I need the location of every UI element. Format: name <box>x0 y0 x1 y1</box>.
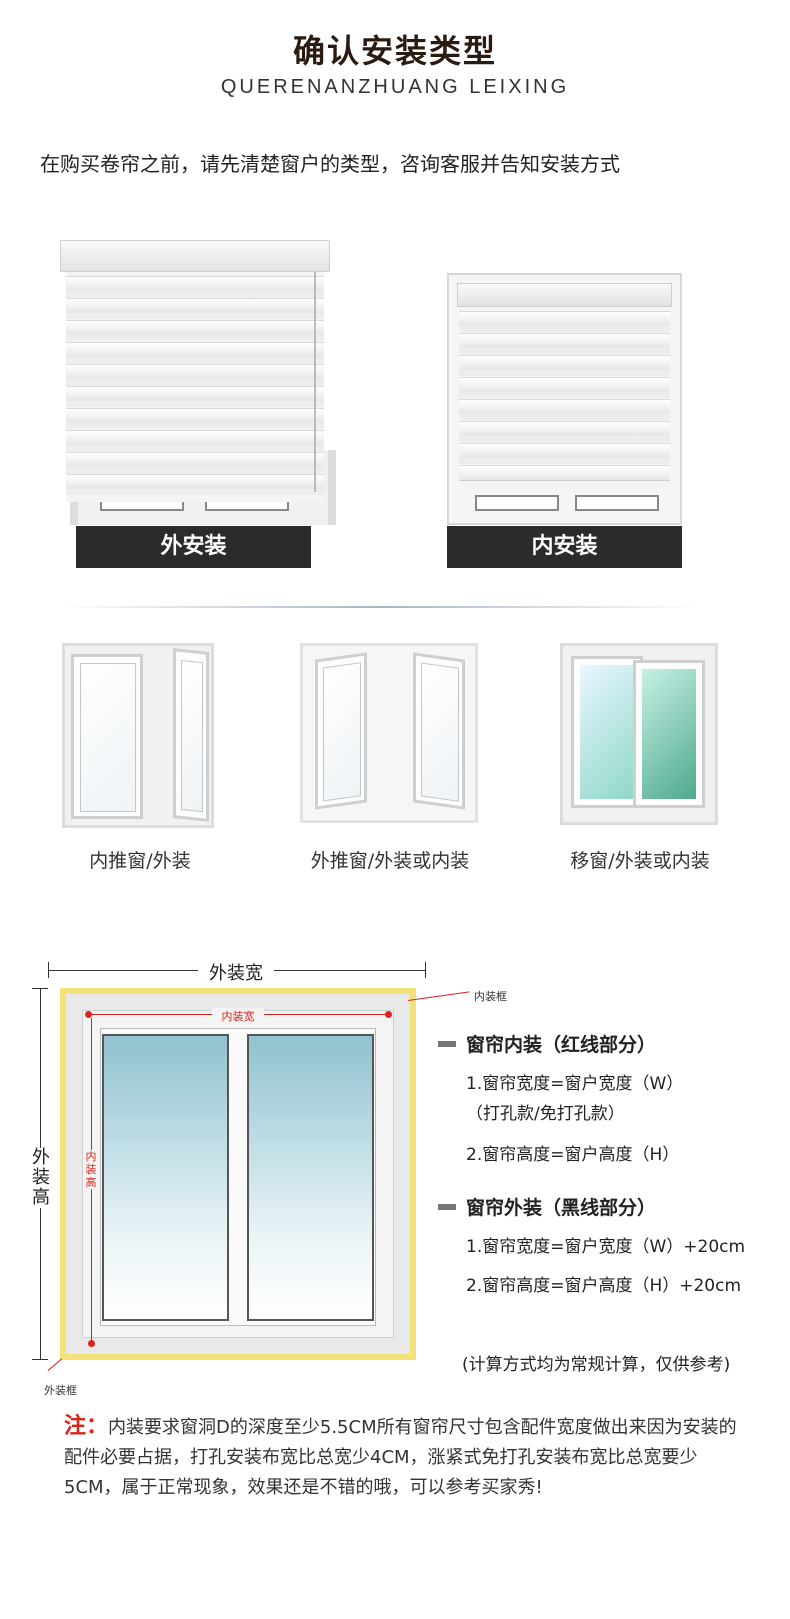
spec-inner-line1b: （打孔款/免打孔款） <box>466 1104 625 1124</box>
page-title: 确认安装类型 <box>292 32 497 70</box>
spec-inner-line1: 1.窗帘宽度=窗户宽度（W） <box>466 1074 684 1094</box>
section-divider <box>60 606 700 608</box>
spec-footnote: (计算方式均为常规计算，仅供参考) <box>462 1355 731 1375</box>
inner-height-label: 内 装 高 <box>84 1150 98 1189</box>
sliding-window-illustration <box>560 643 718 825</box>
window-caption-3: 移窗/外装或内装 <box>570 850 710 872</box>
outer-frame-pointer <box>47 1358 63 1371</box>
glass-pane-left <box>102 1034 229 1321</box>
inward-window-illustration <box>62 643 214 828</box>
outer-height-label: 外 装 高 <box>30 1147 52 1208</box>
spec-outer-line1: 1.窗帘宽度=窗户宽度（W）+20cm <box>466 1237 746 1257</box>
note-block: 注：内装要求窗洞D的深度至少5.5CM所有窗帘尺寸包含配件宽度做出来因为安装的配… <box>64 1412 744 1503</box>
inside-mount-label: 内安装 <box>447 526 682 568</box>
outer-width-label: 外装宽 <box>198 959 274 985</box>
spec-inner-title: 窗帘内装（红线部分） <box>466 1034 657 1056</box>
spec-bullet-inner <box>438 1041 456 1047</box>
outside-mount-illustration <box>60 240 336 525</box>
inner-frame-label: 内装框 <box>474 990 507 1003</box>
page-subtitle: QUERENANZHUANG LEIXING <box>220 76 570 98</box>
intro-text: 在购买卷帘之前，请先清楚窗户的类型，咨询客服并告知安装方式 <box>40 152 620 176</box>
inner-width-label: 内装宽 <box>212 1008 264 1024</box>
glass-pane-right <box>247 1034 374 1321</box>
note-mark: 注： <box>64 1414 109 1439</box>
spec-outer-line2: 2.窗帘高度=窗户高度（H）+20cm <box>466 1276 742 1296</box>
spec-inner-line2: 2.窗帘高度=窗户高度（H） <box>466 1145 680 1165</box>
outward-window-illustration <box>300 643 478 823</box>
window-caption-2: 外推窗/外装或内装 <box>310 850 470 872</box>
outer-frame-label: 外装框 <box>44 1384 77 1397</box>
inside-mount-illustration <box>447 273 682 525</box>
spec-bullet-outer <box>438 1204 456 1210</box>
inner-frame-pointer <box>407 991 470 1001</box>
spec-outer-title: 窗帘外装（黑线部分） <box>466 1197 657 1219</box>
note-text: 内装要求窗洞D的深度至少5.5CM所有窗帘尺寸包含配件宽度做出来因为安装的配件必… <box>64 1417 737 1498</box>
window-caption-1: 内推窗/外装 <box>89 850 191 872</box>
outside-mount-label: 外安装 <box>76 526 311 568</box>
